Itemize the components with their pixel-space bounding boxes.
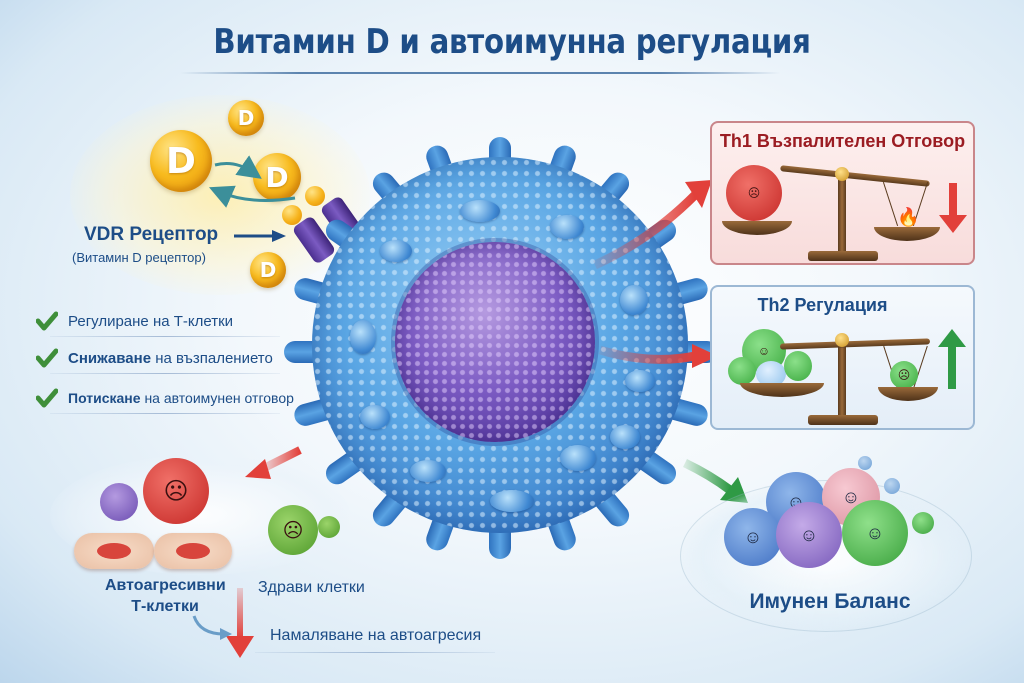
benefit-item: Потискане на автоимунен отговор xyxy=(36,384,294,412)
th2-panel: Th2 Регулация ☺ ☹ xyxy=(710,285,975,430)
arrow-down-shaft xyxy=(949,183,957,217)
red-arrow-icon xyxy=(245,446,302,479)
autoaggressive-caption-line1: Автоагресивни xyxy=(105,577,226,594)
th1-panel-title: Th1 Възпалителен Отговор xyxy=(719,131,966,151)
title-underline xyxy=(180,72,780,74)
angry-th1-cell-icon: ☹ xyxy=(726,165,782,221)
blue-cell-icon: ☺ xyxy=(724,508,782,566)
autoaggressive-caption-line2: Т-клетки xyxy=(131,598,199,615)
check-icon xyxy=(36,388,58,408)
arrow-up-shaft xyxy=(948,347,956,389)
t-cell-illustration xyxy=(284,137,718,559)
benefit-bold: Потискане xyxy=(68,390,141,406)
healthy-tissue-cell xyxy=(154,533,232,569)
sad-cell-icon: ☹ xyxy=(890,361,918,389)
immune-balance-label: Имунен Баланс xyxy=(749,590,911,613)
green-cell-icon: ☺ xyxy=(842,500,908,566)
autoaggressive-t-cell-icon: ☹ xyxy=(143,458,209,524)
red-down-arrow-icon xyxy=(226,636,254,658)
benefit-item: Снижаване на възпалението xyxy=(36,344,273,372)
th2-panel-title: Th2 Регулация xyxy=(757,295,888,315)
healthy-cells-caption: Здрави клетки xyxy=(258,579,365,596)
arrow-up-icon xyxy=(938,329,966,347)
receptor-ligand-ball xyxy=(305,186,325,206)
th1-panel: Th1 Възпалителен Отговор ☹ 🔥 xyxy=(710,121,975,265)
vdr-receptor-sublabel: (Витамин D рецептор) xyxy=(72,250,206,265)
benefit-item: Регулиране на Т-клетки xyxy=(36,307,233,335)
benefit-text: на възпалението xyxy=(151,349,273,367)
vitamin-d-molecule-bottom: D xyxy=(250,252,286,288)
receptor-ligand-ball xyxy=(282,205,302,225)
reduced-autoaggression-label: Намаляване на автоагресия xyxy=(270,627,482,644)
divider xyxy=(50,413,280,414)
vitamin-d-molecule-medium: D xyxy=(253,153,301,201)
purple-cell-icon: ☺ xyxy=(776,502,842,568)
check-icon xyxy=(36,311,58,331)
divider xyxy=(255,652,495,653)
curved-blue-arrow-icon xyxy=(192,615,232,640)
divider xyxy=(50,373,280,374)
arrow-right-icon xyxy=(234,230,286,242)
check-icon xyxy=(36,348,58,368)
vitamin-d-molecule-small: D xyxy=(228,100,264,136)
vdr-receptor-label: VDR Рецептор xyxy=(84,224,219,245)
divider xyxy=(50,336,280,337)
vitamin-d-molecule-large: D xyxy=(150,130,212,192)
healthy-tissue-cell xyxy=(74,533,154,569)
benefit-text: Регулиране на Т-клетки xyxy=(68,312,234,330)
vitamin-d-exchange-arrows-icon xyxy=(208,155,296,208)
purple-t-cell-icon xyxy=(100,483,138,521)
fire-icon: 🔥 xyxy=(897,207,920,227)
benefit-bold: Снижаване xyxy=(68,349,152,367)
arrow-down-icon xyxy=(939,215,967,233)
signal-arrows-icon xyxy=(593,180,718,368)
healthy-cell-icon: ☹ xyxy=(268,505,318,555)
page-title: Витамин D и автоимунна регулация xyxy=(213,22,811,62)
red-down-arrow-shaft xyxy=(237,588,243,638)
benefit-text: на автоимунен отговор xyxy=(140,390,294,406)
